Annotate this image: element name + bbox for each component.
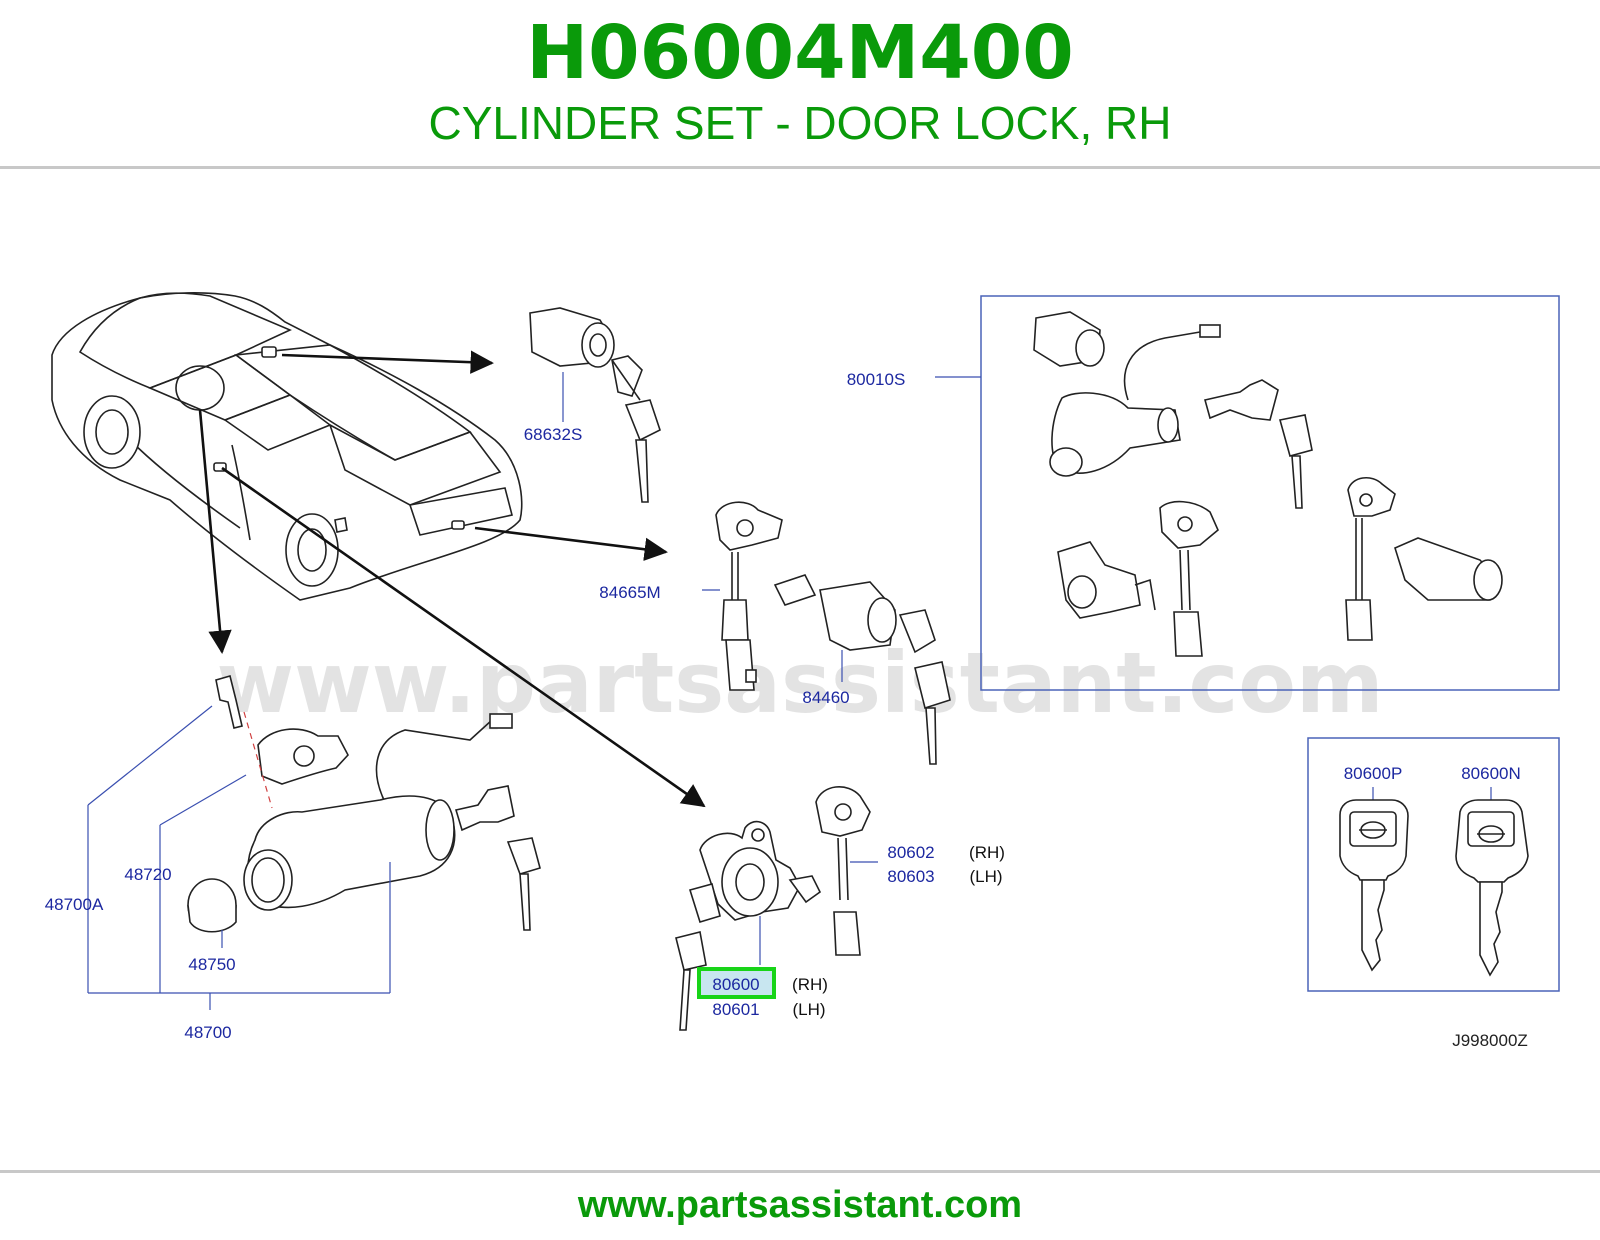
page-header: H06004M400 CYLINDER SET - DOOR LOCK, RH [0,0,1600,170]
key-blanks-box [1307,737,1560,992]
arrow-to-trunk-lock [474,526,668,561]
label-80600-rh: (RH) [792,975,828,994]
callout-80602: 80602 [887,843,934,862]
watermark-text: www.partsassistant.com [217,634,1384,732]
arrow-to-trunk-cylinder [281,350,494,374]
callout-80603: 80603 [887,867,934,886]
ignition-assembly-illustration [187,675,541,933]
callout-48720: 48720 [124,865,171,884]
callout-80600n: 80600N [1461,764,1521,783]
label-80602-rh: (RH) [969,843,1005,862]
key-80600p-illustration [1339,799,1409,972]
callout-48700: 48700 [184,1023,231,1042]
callout-80600p: 80600P [1344,764,1403,783]
callout-80600[interactable]: 80600 [712,975,759,994]
part-80600-illustration [675,786,871,1031]
part-description-title: CYLINDER SET - DOOR LOCK, RH [428,97,1172,149]
kit-80010s-box [980,295,1560,691]
footer-divider [0,1170,1600,1173]
callout-80010s: 80010S [847,370,906,389]
part-number-title: H06004M400 [526,10,1074,96]
part-84460-illustration [773,574,951,765]
diagram-reference-code: J998000Z [1452,1031,1528,1050]
vehicle-illustration [51,292,523,601]
label-80601-lh: (LH) [792,1000,825,1019]
part-68632s-illustration [529,307,661,503]
callout-48750: 48750 [188,955,235,974]
footer-website-link[interactable]: www.partsassistant.com [577,1184,1023,1226]
kit-80010s-illustration [1033,311,1503,657]
highlight-box-80600 [697,967,776,999]
callout-84665m: 84665M [599,583,660,602]
callout-80601: 80601 [712,1000,759,1019]
header-divider [0,166,1600,169]
arrow-to-door-cylinder [221,466,706,808]
key-80600n-illustration [1455,799,1529,977]
callout-68632s: 68632S [524,425,583,444]
callout-84460: 84460 [802,688,849,707]
label-80603-lh: (LH) [969,867,1002,886]
part-84665m-illustration [715,501,783,691]
arrow-to-ignition [198,409,232,654]
callout-48700a: 48700A [45,895,104,914]
